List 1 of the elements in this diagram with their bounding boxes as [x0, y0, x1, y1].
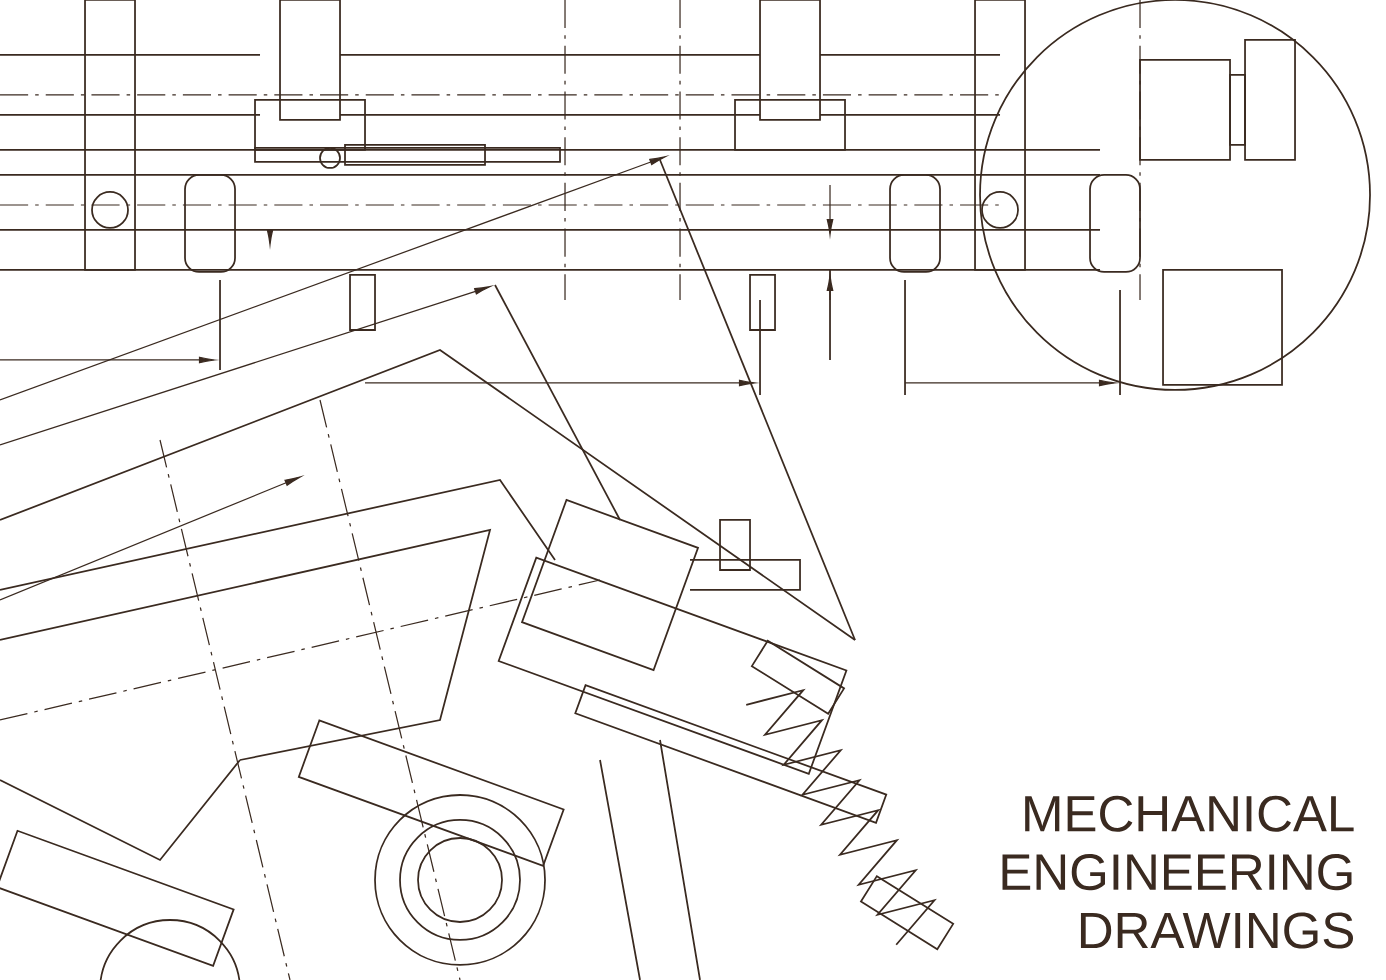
title-text: MECHANICAL ENGINEERING DRAWINGS: [1002, 795, 1354, 949]
